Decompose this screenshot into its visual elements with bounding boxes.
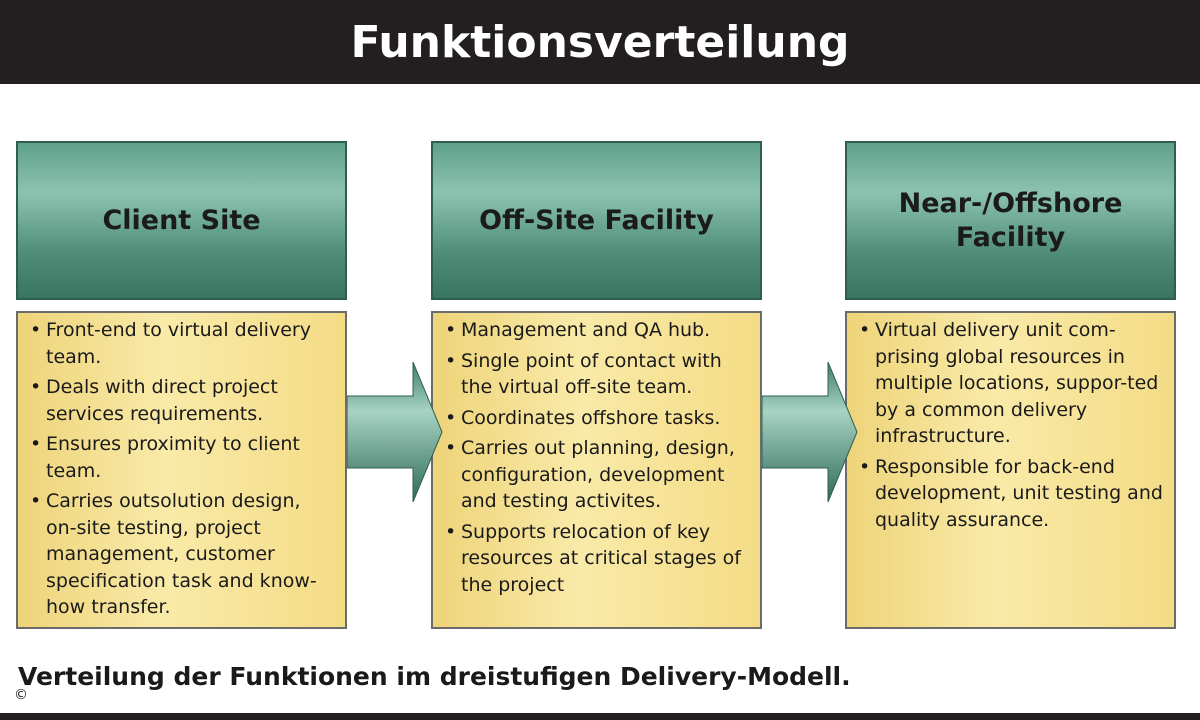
list-item: Supports relocation of key resources at … (443, 519, 752, 599)
column-heading: Client Site (102, 204, 261, 236)
flow-arrow-icon (762, 362, 858, 502)
column-body-off-site-facility: Management and QA hub. Single point of c… (431, 311, 762, 629)
bottom-divider (0, 713, 1200, 720)
title-bar: Funktionsverteilung (0, 0, 1200, 84)
copyright-icon: © (14, 687, 28, 703)
column-body-client-site: Front-end to virtual delivery team. Deal… (16, 311, 347, 629)
list-item: Single point of contact with the virtual… (443, 348, 752, 401)
column-header-client-site: Client Site (16, 141, 347, 300)
list-item: Management and QA hub. (443, 317, 752, 344)
bullet-list: Front-end to virtual delivery team. Deal… (28, 317, 337, 621)
list-item: Coordinates offshore tasks. (443, 405, 752, 432)
flow-arrow-icon (347, 362, 443, 502)
list-item: Front-end to virtual delivery team. (28, 317, 337, 370)
column-header-off-site-facility: Off-Site Facility (431, 141, 762, 300)
figure-caption: Verteilung der Funktionen im dreistufige… (18, 662, 851, 691)
bullet-list: Management and QA hub. Single point of c… (443, 317, 752, 598)
column-body-near-offshore-facility: Virtual delivery unit com-prising global… (845, 311, 1176, 629)
column-heading: Near-/Offshore Facility (898, 187, 1123, 253)
list-item: Virtual delivery unit com-prising global… (857, 317, 1166, 450)
column-heading: Off-Site Facility (479, 204, 714, 236)
list-item: Responsible for back-end development, un… (857, 454, 1166, 534)
list-item: Carries outsolution design, on-site test… (28, 488, 337, 621)
list-item: Carries out planning, design, configurat… (443, 435, 752, 515)
list-item: Deals with direct project services requi… (28, 374, 337, 427)
bullet-list: Virtual delivery unit com-prising global… (857, 317, 1166, 533)
list-item: Ensures proximity to client team. (28, 431, 337, 484)
page-title: Funktionsverteilung (350, 16, 850, 68)
column-header-near-offshore-facility: Near-/Offshore Facility (845, 141, 1176, 300)
